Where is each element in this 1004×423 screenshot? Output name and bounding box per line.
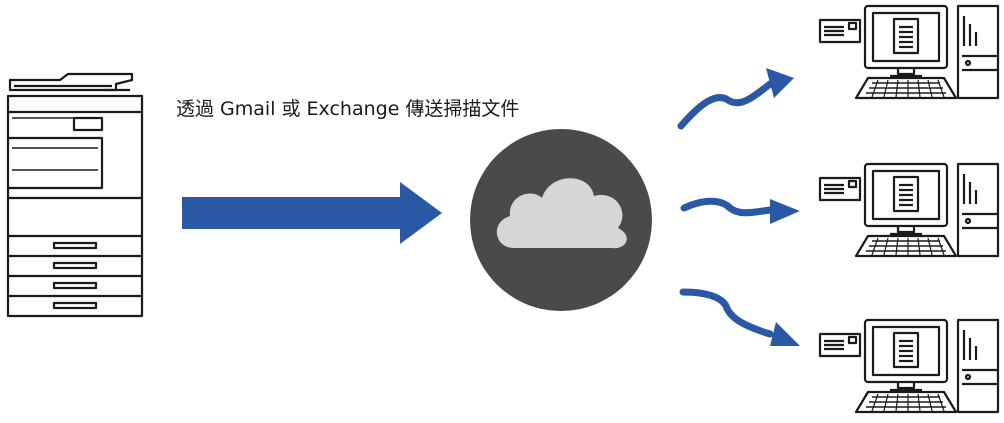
diagram-caption: 透過 Gmail 或 Exchange 傳送掃描文件 [176,98,520,120]
computer-with-mail-icon [818,318,1000,414]
computer-with-mail-icon [818,4,1000,100]
curved-arrow-icon [677,80,774,338]
right-arrow-icon [182,182,442,244]
computer-with-mail-icon [818,162,1000,258]
curved-arrow-heads [766,68,800,346]
multifunction-printer-icon [6,72,144,318]
cloud-service-icon [470,129,652,311]
